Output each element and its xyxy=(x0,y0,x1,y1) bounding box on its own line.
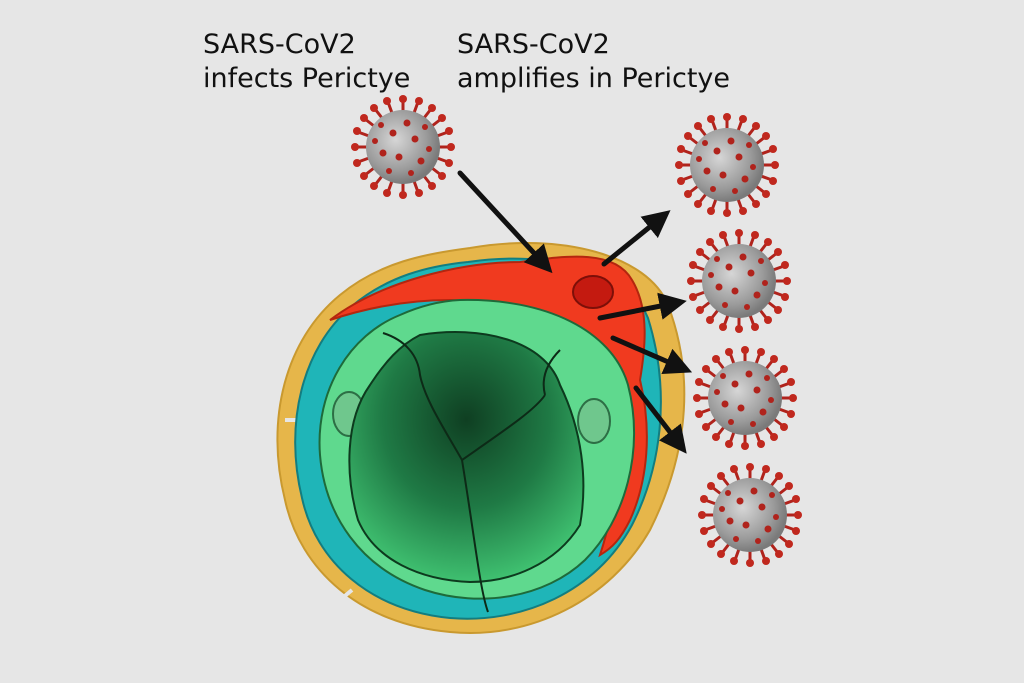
arrow-icon xyxy=(597,292,687,321)
virus-icon xyxy=(685,227,793,335)
virus-icon xyxy=(691,344,799,452)
virus-icon xyxy=(349,93,457,201)
label-infects-line2: infects Perictye xyxy=(203,63,411,94)
arrow-icon xyxy=(601,210,671,267)
arrow-icon xyxy=(457,170,553,274)
label-amplifies: SARS-CoV2 amplifies in Perictye xyxy=(457,28,730,96)
label-amplifies-line2: amplifies in Perictye xyxy=(457,63,731,94)
cell-junctions xyxy=(382,332,561,613)
label-infects: SARS-CoV2 infects Perictye xyxy=(203,28,410,96)
pericyte-nucleus xyxy=(572,275,614,309)
virus-icon xyxy=(673,111,781,219)
label-infects-line1: SARS-CoV2 xyxy=(203,29,356,60)
label-amplifies-line1: SARS-CoV2 xyxy=(457,29,610,60)
endothelial-nucleus-right xyxy=(577,398,611,444)
virus-icon xyxy=(696,461,804,569)
arrow-icon xyxy=(610,335,693,375)
arrow-icon xyxy=(633,385,687,454)
